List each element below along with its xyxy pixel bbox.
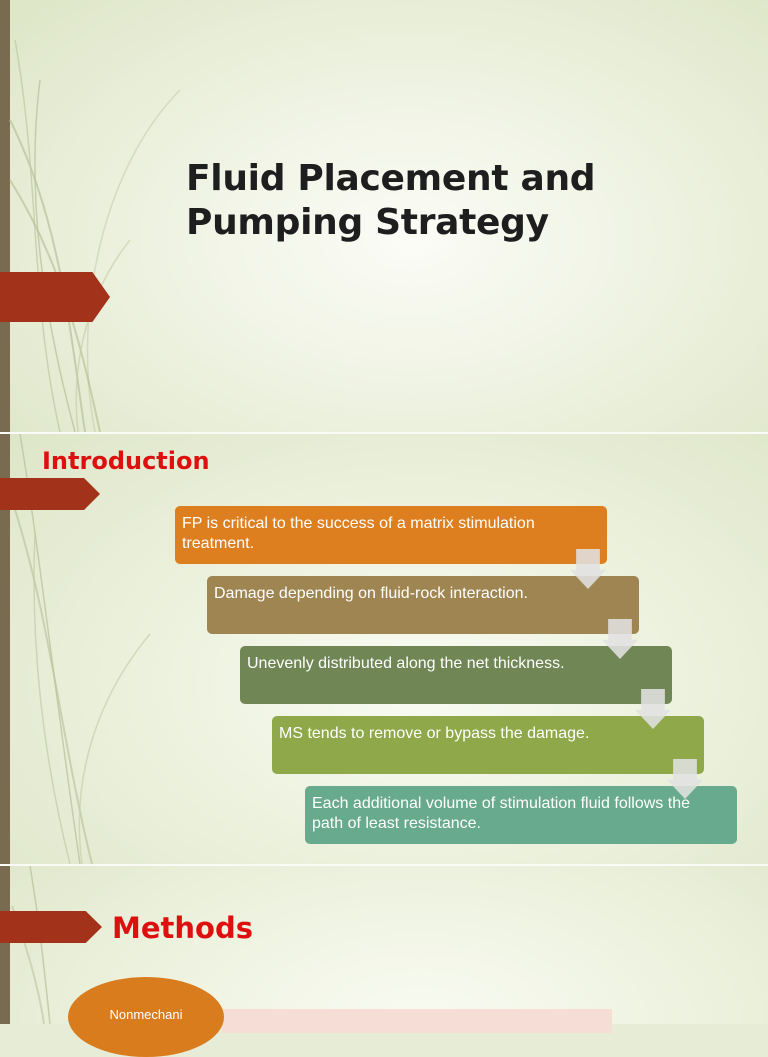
methods-heading: Methods [112, 911, 253, 945]
process-step-1: FP is critical to the success of a matri… [175, 506, 607, 564]
title-line-2: Pumping Strategy [186, 202, 549, 243]
left-accent-bar [0, 866, 10, 1024]
title-slide [0, 0, 768, 432]
slide-divider [0, 432, 768, 434]
process-step-2: Damage depending on fluid-rock interacti… [207, 576, 639, 634]
process-step-4: MS tends to remove or bypass the damage. [272, 716, 704, 774]
title-accent-tab [0, 272, 110, 322]
methods-accent-tab [0, 911, 102, 943]
introduction-heading: Introduction [42, 447, 210, 475]
intro-accent-tab [0, 478, 100, 510]
nonmechanical-method-oval: Nonmechani [68, 977, 224, 1057]
title-line-1: Fluid Placement and [186, 158, 596, 199]
left-accent-bar [0, 434, 10, 864]
left-accent-bar [0, 0, 10, 432]
process-step-3: Unevenly distributed along the net thick… [240, 646, 672, 704]
slide-divider [0, 864, 768, 866]
page-title: Fluid Placement and Pumping Strategy [186, 157, 666, 245]
process-step-5: Each additional volume of stimulation fl… [305, 786, 737, 844]
method-description-box [222, 1009, 612, 1033]
